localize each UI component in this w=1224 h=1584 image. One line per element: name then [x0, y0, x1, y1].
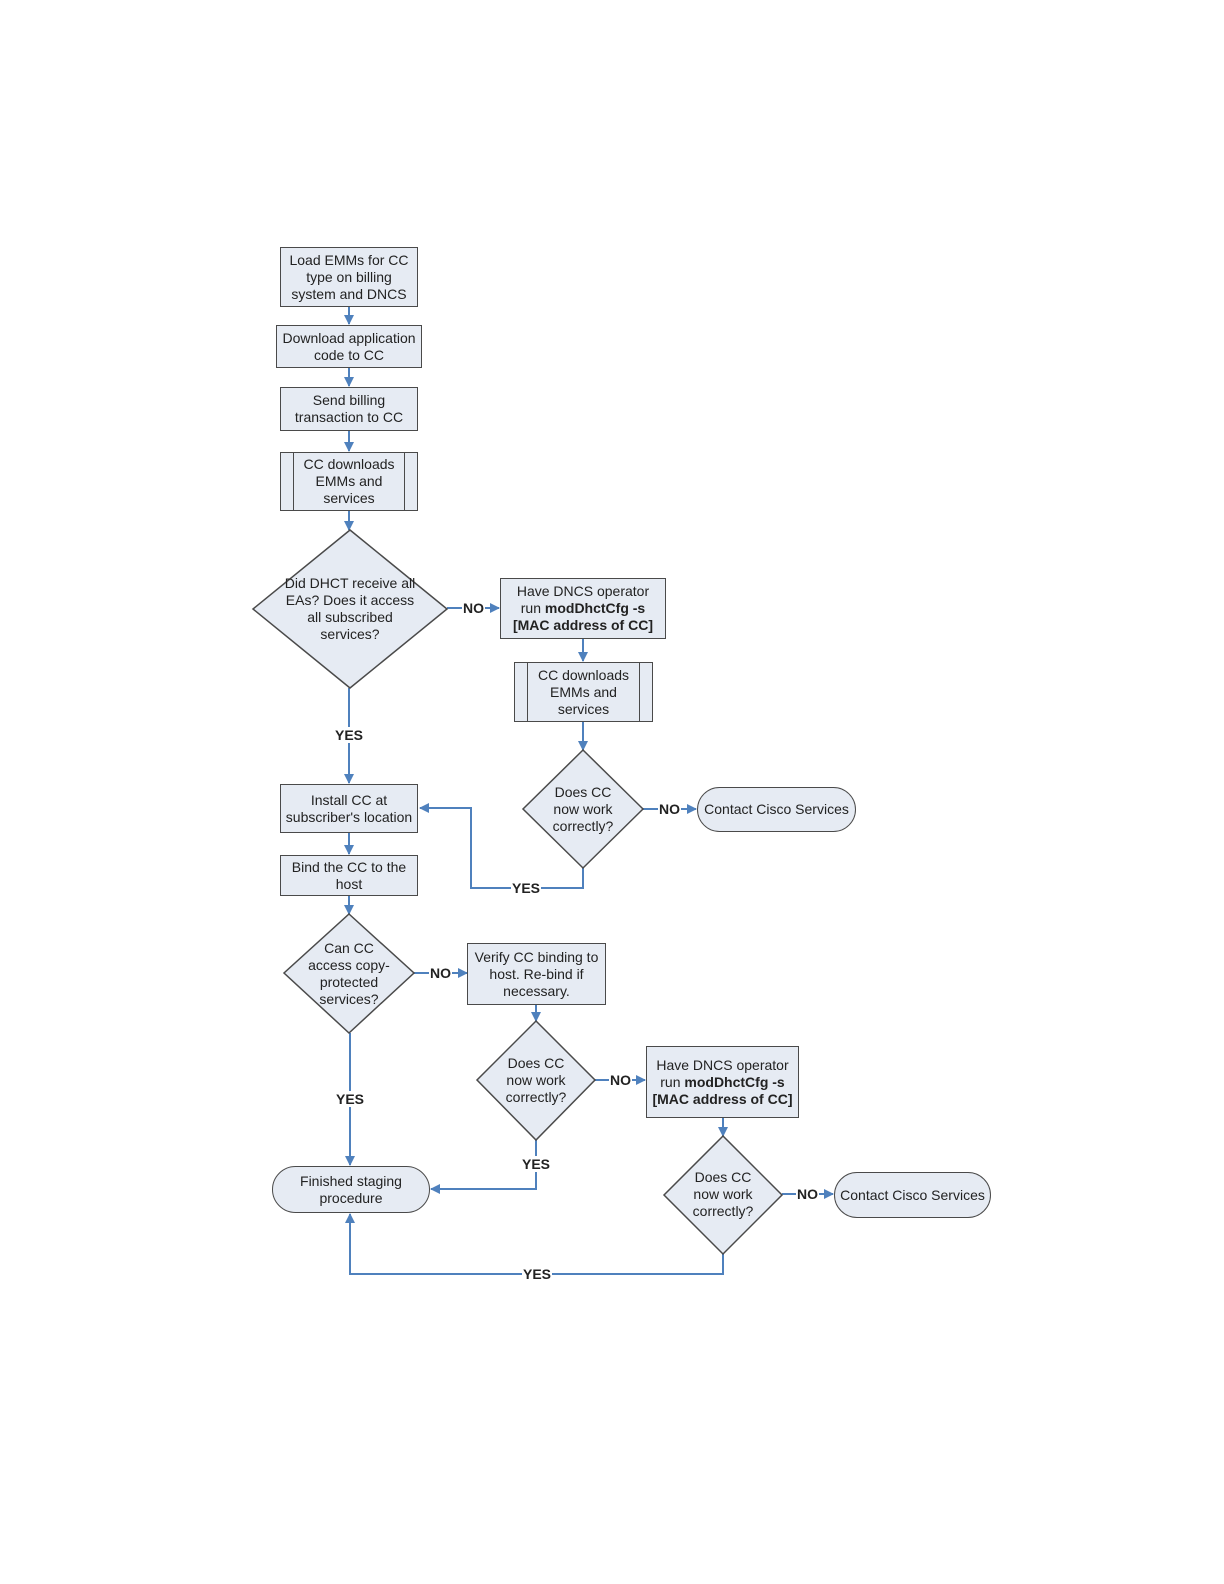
terminal-contact-cisco-2-text: Contact Cisco Services: [840, 1186, 985, 1203]
edge-label-yes-3: YES: [335, 1091, 366, 1107]
edge-label-no-5: NO: [796, 1186, 819, 1202]
step-send-billing: Send billing transaction to CC: [280, 387, 418, 431]
step-bind-cc-text: Bind the CC to the host: [291, 858, 407, 892]
step-dncs-operator-2: Have DNCS operator run modDhctCfg -s [MA…: [646, 1046, 799, 1118]
edge-label-yes-4: YES: [521, 1156, 552, 1172]
step-dncs-operator-1: Have DNCS operator run modDhctCfg -s [MA…: [500, 578, 666, 639]
decision-can-cc-shape: [282, 912, 416, 1035]
terminal-finished-staging-text: Finished staging procedure: [300, 1172, 402, 1206]
edge-label-no-1: NO: [462, 600, 485, 616]
decision-does-cc-2-shape: [475, 1019, 597, 1142]
op2-line2-prefix: run: [660, 1073, 685, 1090]
terminal-contact-cisco-1-text: Contact Cisco Services: [704, 801, 849, 817]
subprocess-cc-downloads-2: CC downloads EMMs and services: [514, 662, 653, 722]
edge-does3-yes: [345, 1213, 724, 1275]
step-load-emms-text: Load EMMs for CC type on billing system …: [289, 251, 409, 302]
step-download-application: Download application code to CC: [276, 325, 422, 368]
edge-label-yes-5: YES: [522, 1266, 553, 1282]
edge-label-no-3: NO: [429, 965, 452, 981]
step-bind-cc: Bind the CC to the host: [280, 855, 418, 896]
step-install-cc: Install CC at subscriber's location: [280, 784, 418, 833]
edge-label-yes-2: YES: [511, 880, 542, 896]
op1-line1: Have DNCS operator: [516, 583, 650, 599]
op2-command: modDhctCfg -s: [684, 1073, 785, 1090]
step-verify-binding-text: Verify CC binding to host. Re-bind if ne…: [474, 948, 599, 999]
edge-does1-yes: [419, 803, 584, 889]
edge-label-yes-1: YES: [334, 727, 365, 743]
op1-command: modDhctCfg -s: [544, 600, 646, 616]
decision-did-dhct-text: Did DHCT receive all EAs? Does it access…: [284, 575, 416, 642]
terminal-contact-cisco-2: Contact Cisco Services: [834, 1172, 991, 1218]
edge-label-no-4: NO: [609, 1072, 632, 1088]
decision-does-cc-3-text: Does CC now work correctly?: [692, 1169, 754, 1219]
step-send-billing-text: Send billing transaction to CC: [294, 392, 404, 425]
decision-does-cc-3-shape: [662, 1134, 784, 1256]
step-verify-binding: Verify CC binding to host. Re-bind if ne…: [467, 943, 606, 1005]
op1-line2-prefix: run: [520, 600, 545, 616]
edge-label-no-2: NO: [658, 801, 681, 817]
subprocess-cc-downloads-1-text: CC downloads EMMs and services: [303, 456, 395, 506]
op1-mac-address: [MAC address of CC]: [512, 617, 653, 633]
step-install-cc-text: Install CC at subscriber's location: [285, 791, 413, 825]
step-dncs-operator-2-text: Have DNCS operator run modDhctCfg -s [MA…: [652, 1057, 792, 1108]
decision-did-dhct-shape: [251, 529, 449, 689]
terminal-finished-staging: Finished staging procedure: [272, 1166, 430, 1213]
subprocess-cc-downloads-2-text: CC downloads EMMs and services: [537, 666, 630, 717]
op2-line1: Have DNCS operator: [656, 1056, 789, 1073]
step-load-emms: Load EMMs for CC type on billing system …: [280, 247, 418, 307]
terminal-contact-cisco-1: Contact Cisco Services: [697, 787, 856, 832]
op2-mac-address: [MAC address of CC]: [652, 1090, 793, 1107]
step-download-application-text: Download application code to CC: [282, 329, 416, 363]
decision-does-cc-1-text: Does CC now work correctly?: [552, 784, 614, 834]
decision-can-cc-text: Can CC access copy-protected services?: [308, 940, 390, 1007]
decision-does-cc-2-text: Does CC now work correctly?: [505, 1055, 567, 1105]
step-dncs-operator-1-text: Have DNCS operator run modDhctCfg -s [MA…: [513, 583, 653, 634]
decision-does-cc-1-shape: [521, 748, 645, 870]
subprocess-cc-downloads-1: CC downloads EMMs and services: [280, 452, 418, 511]
